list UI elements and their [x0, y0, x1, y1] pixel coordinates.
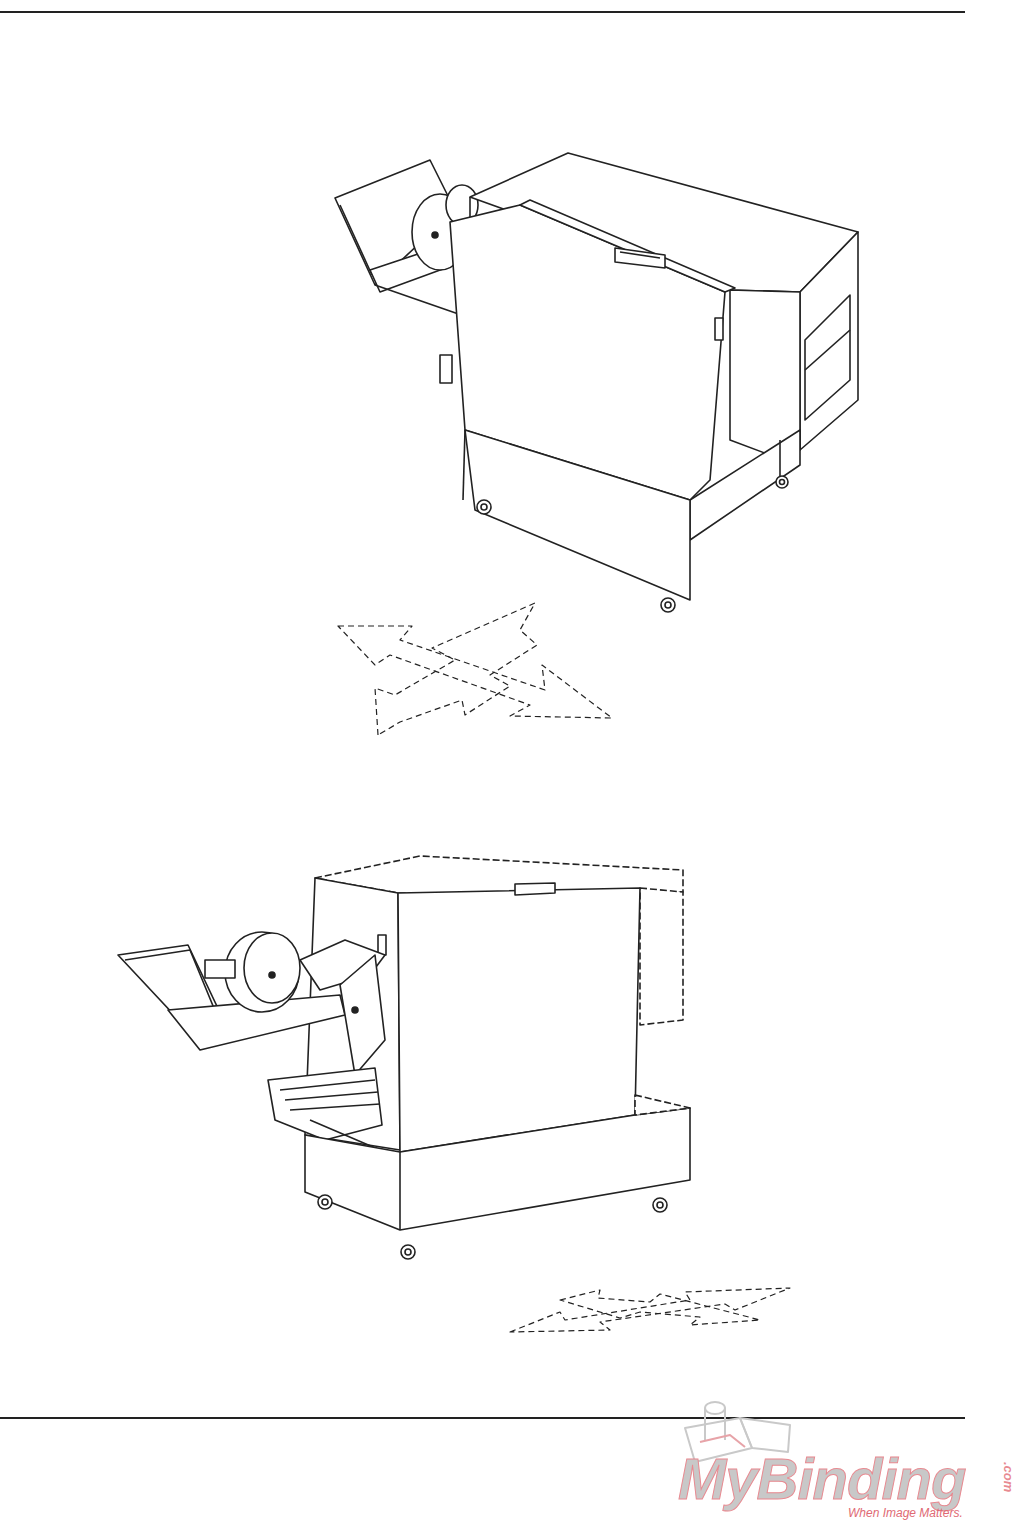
machine-side-view	[118, 856, 690, 1259]
direction-arrows	[510, 1288, 790, 1332]
direction-arrows	[338, 603, 612, 735]
footer-rule	[0, 1417, 965, 1419]
watermark-domain: .com	[1002, 1462, 1015, 1492]
watermark-tagline: When Image Matters.	[848, 1507, 963, 1519]
header-rule	[0, 11, 965, 13]
machine-top-view	[335, 153, 858, 612]
watermark-logo: MyBinding	[678, 1450, 965, 1508]
